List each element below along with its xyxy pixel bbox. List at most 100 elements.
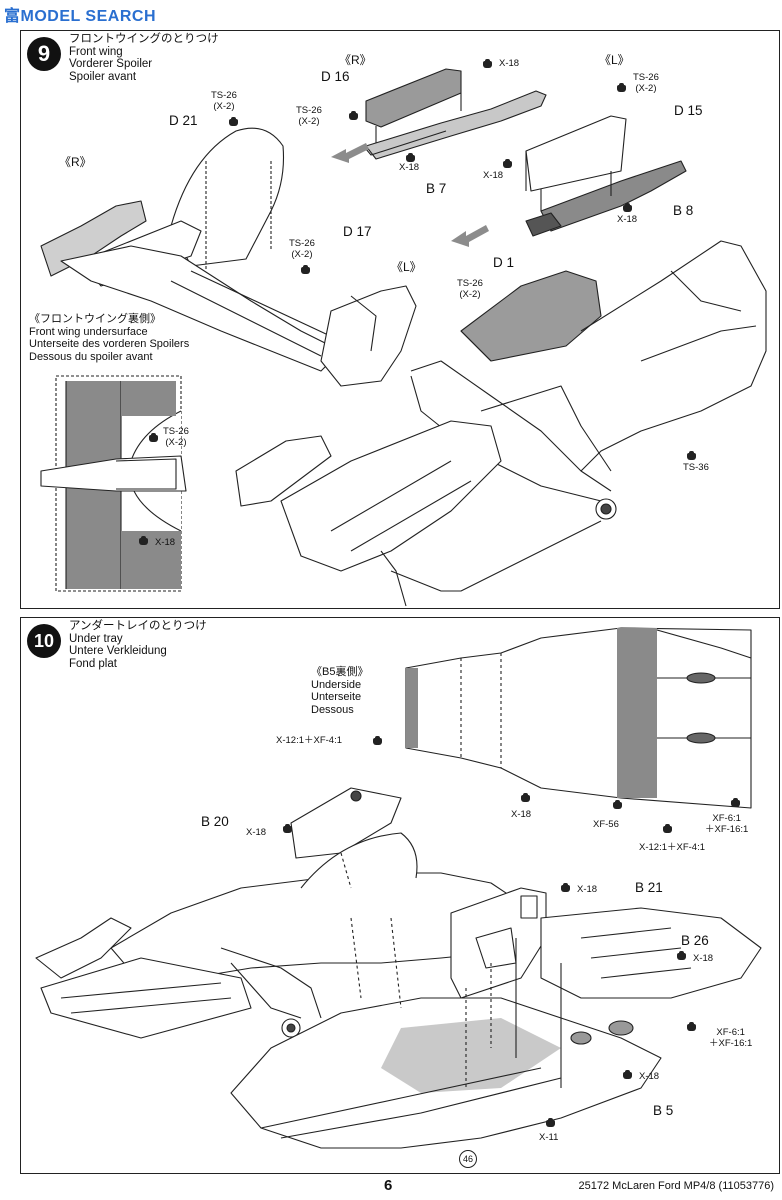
label-r-wing: 《R》 bbox=[59, 155, 92, 169]
screw-icon bbox=[687, 1022, 699, 1032]
label-b8: B 8 bbox=[673, 203, 694, 218]
label-xf56: XF-56 bbox=[593, 819, 619, 830]
label-b26: B 26 bbox=[681, 933, 709, 948]
underside-title-de: Unterseite bbox=[311, 691, 362, 703]
label-d17: D 17 bbox=[343, 224, 372, 239]
page-number: 6 bbox=[384, 1177, 393, 1194]
step-title-jp: アンダートレイのとりつけ bbox=[69, 620, 207, 632]
label-x11: X-11 bbox=[539, 1132, 559, 1143]
screw-icon bbox=[663, 824, 675, 834]
product-code: 25172 McLaren Ford MP4/8 (11053776) bbox=[578, 1180, 774, 1192]
label-x18: X-18 bbox=[499, 58, 520, 69]
label-ts26-qty: (X-2) bbox=[459, 288, 481, 300]
label-ts26: TS-26 (X-2) bbox=[163, 426, 189, 448]
underside-title-en: Underside bbox=[311, 678, 362, 691]
screw-icon bbox=[229, 117, 241, 127]
paint-mix-line2: ＋XF-16:1 bbox=[705, 823, 749, 835]
step-title-en: Front wing bbox=[69, 45, 123, 58]
label-x18: X-18 bbox=[399, 162, 420, 173]
label-x18: X-18 bbox=[617, 214, 638, 225]
label-ts26-name: TS-26 bbox=[289, 238, 315, 249]
underside-title-jp: 《フロントウイング裏側》 bbox=[29, 313, 161, 325]
label-ts36: TS-36 bbox=[683, 462, 709, 473]
label-d15: D 15 bbox=[674, 103, 703, 118]
step-9-titles: フロントウイングのとりつけ Front wing Vorderer Spoile… bbox=[69, 33, 219, 83]
screw-icon bbox=[521, 793, 533, 803]
underside-title-de: Unterseite des vorderen Spoilers bbox=[29, 338, 190, 350]
screw-icon bbox=[483, 59, 495, 69]
screw-icon bbox=[503, 159, 515, 169]
label-l-top: 《L》 bbox=[599, 53, 630, 67]
screw-icon bbox=[139, 536, 151, 546]
label-ts26-qty: (X-2) bbox=[298, 115, 320, 127]
label-ts26: TS-26 (X-2) bbox=[289, 238, 315, 260]
paint-mix-line1: XF-6:1 bbox=[712, 813, 741, 824]
label-d1: D 1 bbox=[493, 255, 515, 270]
step-title-de: Vorderer Spoiler bbox=[69, 58, 153, 70]
label-x18: X-18 bbox=[693, 953, 714, 964]
screw-icon bbox=[373, 736, 385, 746]
label-x18: X-18 bbox=[577, 884, 598, 895]
screw-icon bbox=[623, 203, 635, 213]
label-l-endplate: 《L》 bbox=[391, 260, 422, 274]
label-x18: X-18 bbox=[246, 827, 267, 838]
step-10-panel: 10 アンダートレイのとりつけ Under tray Untere Verkle… bbox=[20, 617, 780, 1174]
label-b7: B 7 bbox=[426, 181, 447, 196]
paint-mix-line1: XF-6:1 bbox=[716, 1027, 745, 1038]
screw-icon bbox=[687, 451, 699, 461]
label-ts26-name: TS-26 bbox=[211, 90, 237, 101]
label-ts26-qty: (X-2) bbox=[291, 248, 313, 260]
label-ts26: TS-26 (X-2) bbox=[633, 72, 659, 94]
label-ts26-qty: (X-2) bbox=[213, 100, 235, 112]
step-title-en: Under tray bbox=[69, 632, 123, 645]
step-title-fr: Spoiler avant bbox=[69, 70, 137, 83]
label-r-top: 《R》 bbox=[339, 53, 372, 67]
label-x18: X-18 bbox=[483, 170, 504, 181]
watermark: 富MODEL SEARCH bbox=[4, 2, 156, 26]
step-title-de: Untere Verkleidung bbox=[69, 645, 167, 657]
label-x18: X-18 bbox=[155, 537, 176, 548]
step-number-badge: 10 bbox=[27, 624, 61, 658]
paint-mix-label: XF-6:1 ＋XF-16:1 bbox=[705, 813, 749, 835]
screw-icon bbox=[301, 265, 313, 275]
paint-mix-label: XF-6:1 ＋XF-16:1 bbox=[709, 1027, 753, 1049]
under-tray-assembly-diagram bbox=[35, 627, 762, 1149]
paint-mix-label: X-12:1＋XF-4:1 bbox=[639, 842, 705, 853]
underside-title-jp: 《B5裏側》 bbox=[311, 666, 369, 678]
step-title-jp: フロントウイングのとりつけ bbox=[69, 33, 219, 45]
label-ts26-qty: (X-2) bbox=[635, 82, 657, 94]
label-b5: B 5 bbox=[653, 1103, 674, 1118]
label-ts26: TS-26 (X-2) bbox=[457, 278, 483, 300]
screw-icon bbox=[617, 83, 629, 93]
label-b21: B 21 bbox=[635, 880, 663, 895]
label-d16: D 16 bbox=[321, 69, 350, 84]
step-title-fr: Fond plat bbox=[69, 657, 117, 670]
label-ts26: TS-26 (X-2) bbox=[296, 105, 322, 127]
label-d21: D 21 bbox=[169, 113, 198, 128]
label-ts26-name: TS-26 bbox=[163, 426, 189, 437]
underside-title-en: Front wing undersurface bbox=[29, 325, 148, 338]
screw-icon bbox=[731, 798, 743, 808]
watermark-text: 富MODEL SEARCH bbox=[4, 8, 156, 25]
screw-icon bbox=[623, 1070, 635, 1080]
label-ts26: TS-26 (X-2) bbox=[211, 90, 237, 112]
screw-icon bbox=[561, 883, 573, 893]
paint-mix-line2: ＋XF-16:1 bbox=[709, 1037, 753, 1049]
label-b20: B 20 bbox=[201, 814, 229, 829]
screw-icon bbox=[349, 111, 361, 121]
step-9-panel: 9 フロントウイングのとりつけ Front wing Vorderer Spoi… bbox=[20, 30, 780, 609]
label-ts26-name: TS-26 bbox=[457, 278, 483, 289]
part-number-circle: 46 bbox=[459, 1150, 477, 1168]
label-x18: X-18 bbox=[511, 809, 532, 820]
label-ts26-name: TS-26 bbox=[296, 105, 322, 116]
label-ts26-name: TS-26 bbox=[633, 72, 659, 83]
paint-mix-label: X-12:1＋XF-4:1 bbox=[276, 735, 342, 746]
screw-icon bbox=[149, 433, 161, 443]
label-ts26-qty: (X-2) bbox=[165, 436, 187, 448]
label-x18: X-18 bbox=[639, 1071, 660, 1082]
underside-title-fr: Dessous du spoiler avant bbox=[29, 350, 153, 363]
screw-icon bbox=[283, 824, 295, 834]
screw-icon bbox=[677, 951, 689, 961]
step-10-titles: アンダートレイのとりつけ Under tray Untere Verkleidu… bbox=[69, 620, 207, 670]
step-number-badge: 9 bbox=[27, 37, 61, 71]
